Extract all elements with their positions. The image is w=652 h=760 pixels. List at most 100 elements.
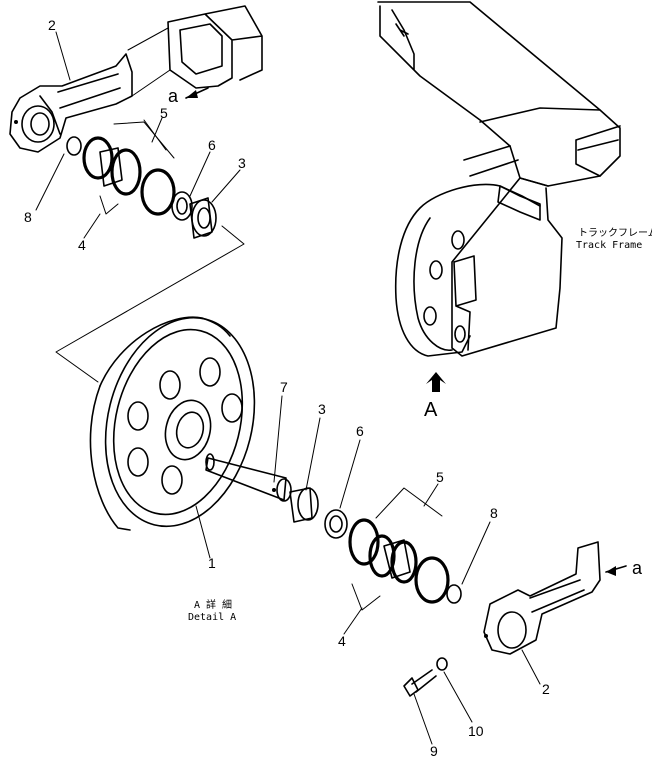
shaft-7 [205,453,292,502]
track-frame-assembly [377,1,621,392]
collar-6-mid-inner [329,515,343,533]
frame-spring-end [497,185,541,221]
frame-idler-inner [413,217,453,351]
idler-hole-4 [221,393,243,423]
view-marker-a-top: a [168,86,179,106]
callout-5-top: 5 [160,105,168,121]
idler-face-inner [112,328,244,516]
seal-body-top [99,147,123,187]
detail-connector [55,225,245,383]
shaft-hole [272,488,276,492]
view-marker-a-right: a [632,558,643,578]
frame-idler-hole-2 [429,260,443,280]
leader-7 [273,395,283,483]
view-marker-A: A [424,399,438,421]
frame-top-edge [463,145,519,177]
shaft-end-left [205,453,215,471]
leader-8-top [35,153,65,211]
bracket-bore-inner-top [30,112,50,136]
callout-2-bottom: 2 [542,681,550,697]
o-ring-large-mid [414,556,450,604]
frame-idler-hole-1 [451,230,465,250]
callout-numbers: 2 5 6 3 8 4 7 3 6 5 8 1 4 2 10 9 [24,17,550,759]
frame-idler-yoke [453,255,477,351]
callout-6-mid: 6 [356,423,364,439]
frame-mark [395,23,409,37]
callout-9: 9 [430,743,438,759]
callout-1: 1 [208,555,216,571]
leader-5-top [151,117,163,143]
guide-line-top [127,27,171,97]
bushing-3-top-bore [197,207,211,229]
top-leaders [35,31,241,239]
callout-4-bottom: 4 [338,633,346,649]
leader-5-bottom [423,483,439,507]
leader-6-top [189,151,211,197]
label-detail-en: Detail A [188,612,236,623]
idler-outer-rim-lower [89,385,131,531]
bottom-bracket-assembly [403,541,627,697]
idler-hub-outer [164,399,212,461]
bracket-arm-bottom [483,541,601,655]
bracket-hole-top [14,120,18,124]
idler-hole-1 [159,370,181,400]
seal-ring-top-2 [110,148,142,196]
callout-4-top: 4 [78,237,86,253]
washer-10 [436,657,448,671]
arrow-A-head [426,372,446,392]
bushing-3-mid-end [297,487,319,521]
callout-2-top: 2 [48,17,56,33]
callout-5-bottom: 5 [436,469,444,485]
idler-hole-2 [199,357,221,387]
leader-1 [195,505,211,559]
leader-2-top [55,31,71,81]
idler-hole-5 [127,447,149,477]
arrow-a-right-head [606,566,616,576]
o-ring-8-bottom [446,584,462,604]
bracket-bore-top [21,105,55,143]
callout-8-top: 8 [24,209,32,225]
leader-4-bottom [343,607,363,635]
idler-face-outer [104,316,256,528]
leader-9 [413,693,433,745]
idler-wheel [89,316,256,531]
leader-3-mid [305,417,321,491]
view-markers: a a A [168,86,643,578]
track-frame-body [377,1,621,357]
bushing-3-top-end [191,199,217,237]
text-labels: トラックフレーム Track Frame A 詳 細 Detail A [188,227,652,623]
bracket-arm-top [9,53,133,153]
idler-hole-3 [127,401,149,431]
leader-4-top [83,213,101,239]
leader-8-bottom [461,521,491,585]
frame-idler-hole-3 [423,306,437,326]
o-ring-large-top [140,168,176,216]
group-bracket-top [99,121,175,215]
callout-7: 7 [280,379,288,395]
label-detail-jp: A 詳 細 [194,598,232,611]
idler-hole-6 [161,465,183,495]
o-ring-8-top [66,136,82,156]
label-track-frame-jp: トラックフレーム [578,227,652,239]
group-bracket-mid [351,487,443,611]
shaft-end-right [276,478,292,502]
bracket-hole-bottom [484,634,488,638]
leader-2-bottom [521,649,541,685]
leader-10 [443,671,473,723]
label-track-frame-en: Track Frame [576,240,642,251]
seal-ring-mid-1 [348,518,380,566]
collar-6-top-inner [176,197,188,215]
bracket-bore-bottom [497,611,527,649]
callout-10: 10 [468,723,484,739]
collar-6-mid [324,509,348,539]
frame-mount-block [167,5,263,89]
leader-6-mid [339,439,361,509]
frame-idler-rim [394,183,541,357]
arrow-a-top-head [186,90,198,98]
top-left-assembly [9,5,263,239]
bottom-leaders [195,395,541,745]
seal-body-mid [383,539,411,579]
callout-6-top: 6 [208,137,216,153]
collar-6-top [171,191,193,221]
